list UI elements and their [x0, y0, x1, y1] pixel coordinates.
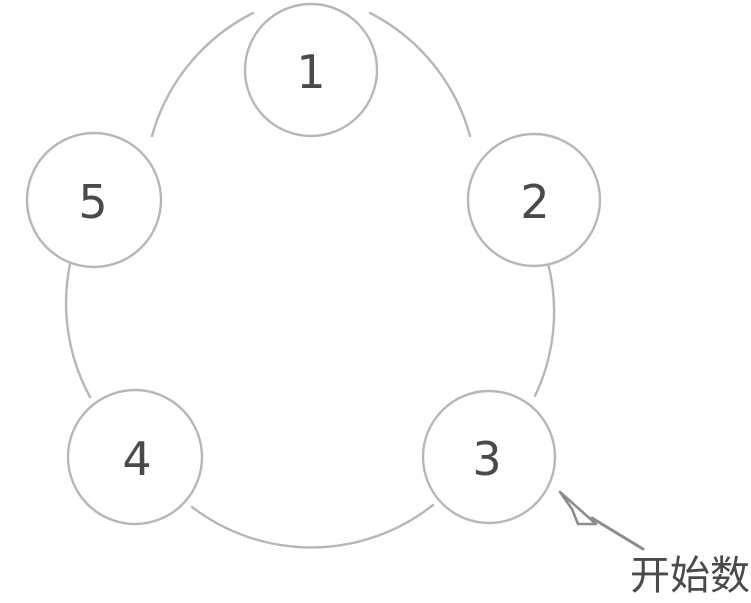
node-4[interactable]: 4 [66, 388, 204, 526]
node-5-circle[interactable] [25, 131, 163, 269]
node-4-label: 4 [122, 432, 151, 486]
node-3[interactable]: 3 [421, 389, 557, 525]
node-3-circle[interactable] [421, 389, 557, 525]
ring-connections [64, 11, 556, 549]
nodes-group: 1 2 3 4 5 [25, 2, 602, 526]
node-1-label: 1 [296, 45, 325, 99]
annotation-arrow [558, 490, 645, 551]
start-count-annotation-label: 开始数 [630, 553, 750, 599]
node-2-label: 2 [520, 175, 549, 229]
node-5-label: 5 [78, 175, 107, 229]
arrow-shaft [590, 516, 645, 551]
edge-1-to-2 [368, 11, 472, 138]
node-1-circle[interactable] [243, 2, 379, 138]
node-1[interactable]: 1 [243, 2, 379, 138]
node-4-circle[interactable] [66, 388, 204, 526]
node-2-circle[interactable] [466, 132, 602, 268]
arrow-head-icon [558, 490, 598, 526]
edge-5-to-1 [150, 11, 255, 138]
edge-2-to-3 [533, 261, 556, 398]
node-2[interactable]: 2 [466, 132, 602, 268]
node-5[interactable]: 5 [25, 131, 163, 269]
edge-4-to-5 [64, 262, 92, 399]
node-3-label: 3 [472, 432, 501, 486]
edge-3-to-4 [190, 503, 435, 549]
